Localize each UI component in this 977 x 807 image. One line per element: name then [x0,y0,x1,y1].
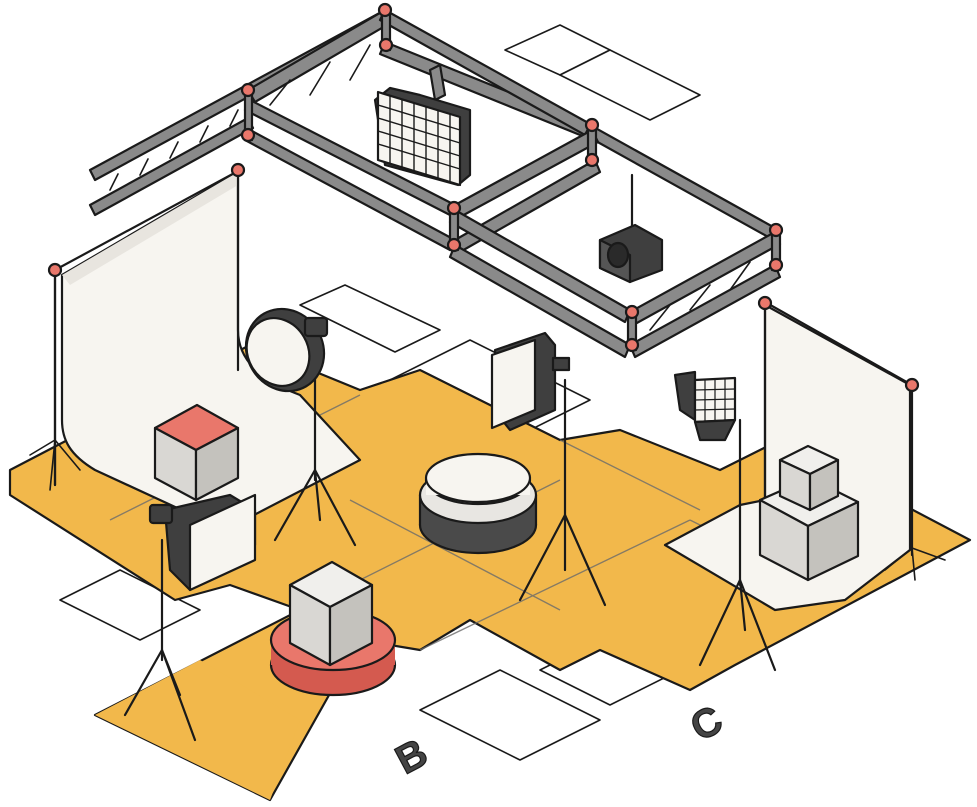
led-panel-light-icon [490,331,571,432]
product-box-icon [758,444,860,582]
turntable-pedestal-icon [418,452,538,555]
product-box-icon [153,403,240,502]
softbox-light-icon [148,493,257,592]
beauty-dish-light-icon [244,307,329,393]
turntable-pedestal-icon [269,560,397,697]
barn-door-light-icon [673,370,737,442]
overhead-truss-icon [88,2,784,359]
ceiling-panel-light-icon [373,63,472,187]
zone-label-b: B [389,731,435,783]
left-backdrop [29,162,362,532]
ceiling-camera-icon [598,173,664,284]
zone-label-c: C [684,698,730,750]
